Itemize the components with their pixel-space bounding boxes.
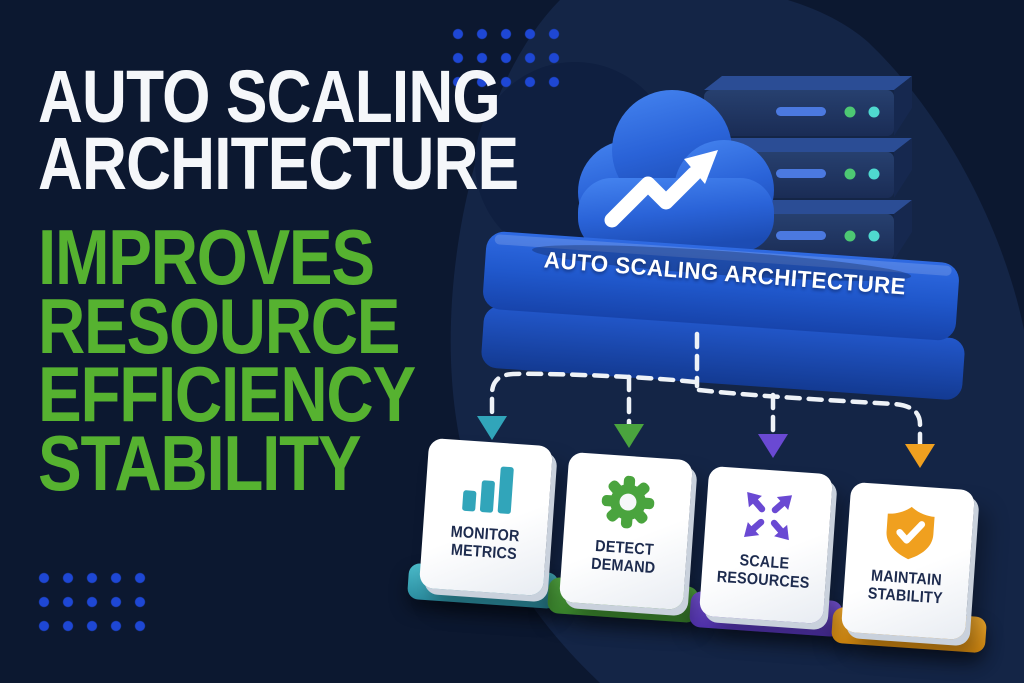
step-label: SCALE RESOURCES bbox=[717, 551, 812, 593]
step-label: MAINTAIN STABILITY bbox=[867, 567, 944, 608]
headline-line: AUTO SCALING bbox=[38, 55, 501, 138]
headline: AUTO SCALING ARCHITECTURE IMPROVES RESOU… bbox=[38, 55, 519, 508]
step-label: DETECT DEMAND bbox=[591, 538, 658, 578]
arrowhead-purple bbox=[758, 434, 788, 458]
platform-bottom-slab bbox=[481, 306, 965, 400]
expand-arrows-icon bbox=[744, 492, 793, 541]
trend-arrow-icon bbox=[604, 150, 718, 228]
arrowhead-teal bbox=[477, 416, 507, 440]
connector-right bbox=[696, 387, 923, 447]
step-card-scale-resources: SCALE RESOURCES bbox=[698, 465, 834, 625]
connector-lines bbox=[489, 331, 923, 447]
step-label: MONITOR METRICS bbox=[448, 524, 520, 565]
platform-top-slab bbox=[483, 231, 959, 341]
headline-line: STABILITY bbox=[38, 419, 362, 508]
headline-line: IMPROVES bbox=[38, 213, 375, 302]
arrowhead-green bbox=[614, 424, 644, 448]
step-label-line: METRICS bbox=[449, 541, 518, 564]
step-card-detect-demand: DETECT DEMAND bbox=[558, 451, 694, 611]
dot-grid-bottom bbox=[32, 566, 152, 638]
arrowhead-orange bbox=[905, 444, 935, 468]
step-card-maintain-stability: MAINTAIN STABILITY bbox=[840, 481, 976, 641]
connector-left bbox=[489, 371, 698, 419]
dot-grid-top bbox=[446, 22, 566, 94]
shield-check-icon bbox=[886, 506, 935, 560]
cloud-trend-icon bbox=[578, 90, 774, 252]
bar-chart-icon bbox=[462, 466, 514, 514]
step-label-line: DEMAND bbox=[590, 555, 657, 578]
headline-line: ARCHITECTURE bbox=[38, 121, 519, 205]
step-card-monitor-metrics: MONITOR METRICS bbox=[418, 437, 554, 597]
gear-icon bbox=[601, 475, 655, 529]
headline-line: EFFICIENCY bbox=[38, 350, 416, 439]
headline-line: RESOURCE bbox=[38, 281, 401, 370]
